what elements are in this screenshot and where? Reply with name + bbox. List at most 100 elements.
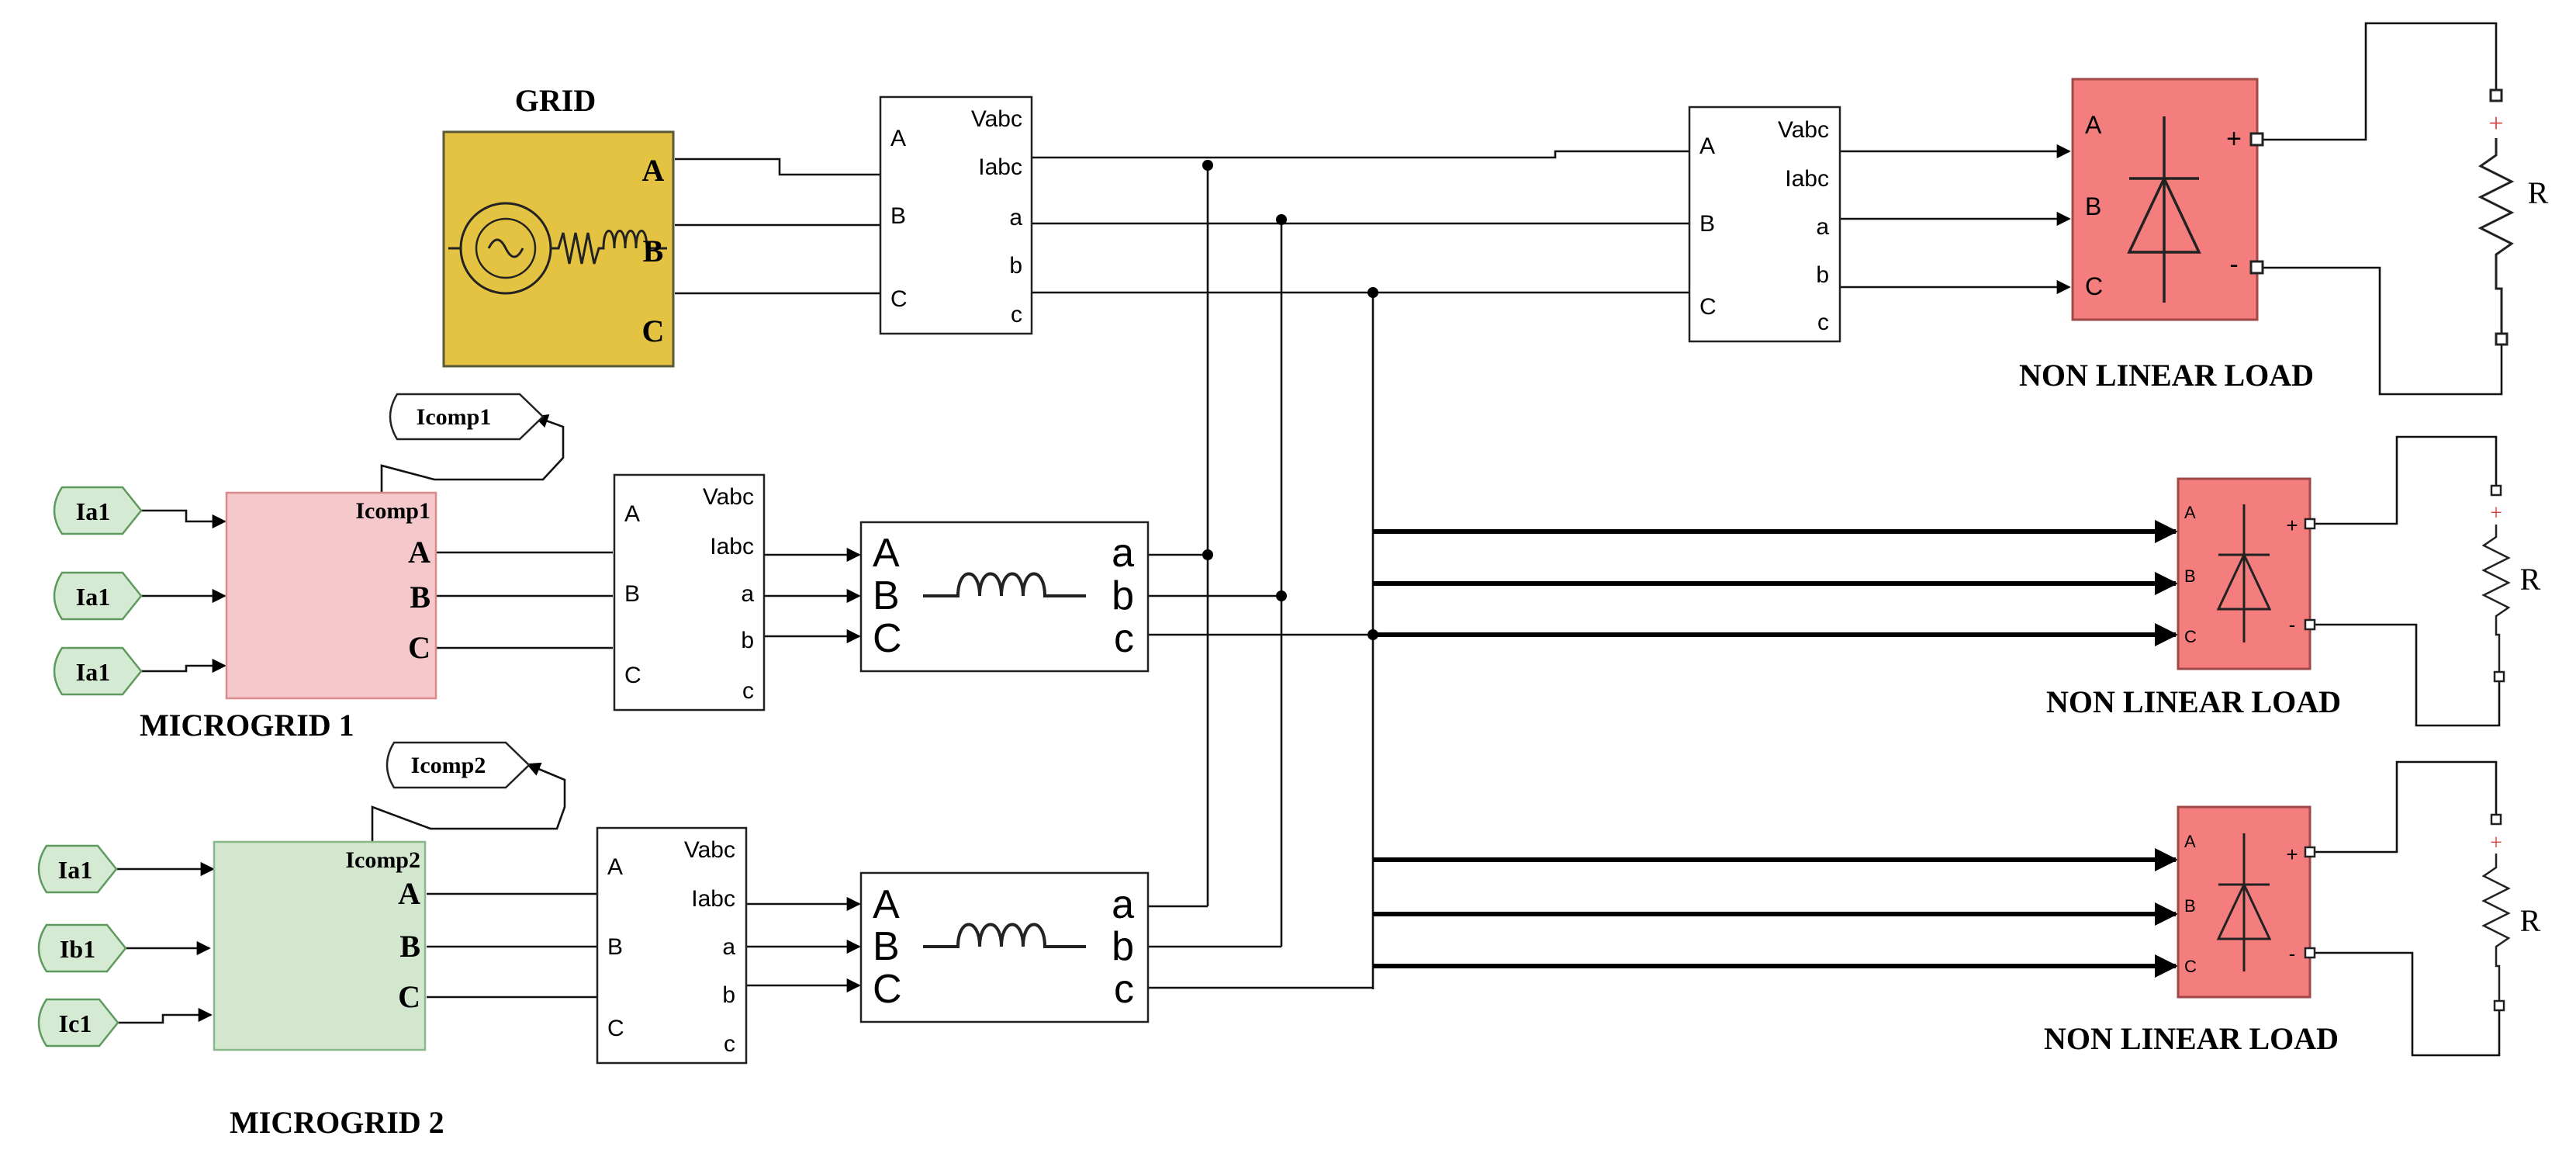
rect-in-c: C [2085, 272, 2103, 300]
microgrid-1-title: MICROGRID 1 [140, 708, 354, 743]
ind-out-a: a [1112, 531, 1134, 576]
ind-in-a: A [873, 531, 900, 576]
inductor-coil-icon [923, 572, 1086, 597]
meas-out-a: a [741, 581, 754, 607]
meas-out-iabc: Iabc [1785, 166, 1829, 192]
ind-in-b: B [873, 573, 900, 618]
microgrid-1-port-b: B [410, 580, 430, 615]
meas-out-c: c [742, 678, 754, 704]
resistor-icon [2477, 138, 2515, 335]
wire-grid-a [675, 158, 880, 176]
meas-in-c: C [1699, 294, 1717, 320]
meas-out-c: c [1817, 310, 1829, 335]
resistor-load-1[interactable]: + R [2477, 88, 2549, 346]
meas-out-vabc: Vabc [703, 484, 754, 510]
goto-tag-icomp1-label: Icomp1 [417, 404, 492, 430]
from-tag-mg2-1[interactable]: Ia1 [37, 844, 118, 894]
microgrid-1-port-a: A [408, 535, 430, 570]
load-2-label: NON LINEAR LOAD [2046, 684, 2341, 719]
microgrid-2-block[interactable]: Icomp2 A B C MICROGRID 2 [213, 840, 444, 1140]
grid-port-a: A [642, 153, 665, 188]
microgrid-1-out-label: Icomp1 [355, 498, 430, 524]
measurement-block-1[interactable]: A B C Vabc Iabc a b c [879, 95, 1033, 335]
wire-mg1-in3 [140, 658, 226, 674]
grid-port-b: B [643, 234, 664, 268]
grid-title: GRID [515, 83, 596, 118]
meas-in-a: A [607, 854, 623, 880]
rectifier-block-1[interactable]: A B C + - [2071, 78, 2264, 321]
load3-dc-plus [2310, 760, 2498, 854]
meas-out-a: a [1816, 214, 1829, 240]
diode-icon [2216, 833, 2272, 971]
junction-dot [1276, 590, 1287, 601]
inductor-block-2[interactable]: A B C a b c [859, 871, 1150, 1023]
plus-marker: + [2490, 501, 2502, 525]
diode-icon [2216, 504, 2272, 642]
resistor-label: R [2520, 903, 2541, 938]
meas-out-c: c [1011, 302, 1022, 327]
measurement-block-2[interactable]: A B C Vabc Iabc a b c [1688, 106, 1841, 343]
diode-icon [2127, 116, 2201, 303]
goto-tag-icomp2[interactable]: Icomp2 [386, 741, 531, 789]
meas-out-a: a [1009, 205, 1022, 230]
ind-out-c: c [1114, 967, 1134, 1012]
meas-in-c: C [607, 1016, 624, 1041]
resistor-load-2[interactable]: + R [2481, 484, 2541, 683]
microgrid-2-port-a: A [398, 876, 420, 911]
meas-in-c: C [624, 663, 641, 688]
from-tag-label: Ia1 [76, 497, 110, 525]
rect-in-b: B [2085, 192, 2101, 220]
rect-plus: + [2286, 843, 2298, 866]
from-tag-mg2-2[interactable]: Ib1 [37, 923, 127, 973]
junction-dot [1276, 214, 1287, 225]
rect-in-b: B [2184, 566, 2196, 586]
resistor-label: R [2528, 175, 2549, 210]
ind-in-a: A [873, 882, 900, 927]
from-tag-mg1-3[interactable]: Ia1 [53, 646, 143, 696]
inductor-coil-icon [923, 923, 1086, 948]
from-tag-mg1-2[interactable]: Ia1 [53, 571, 143, 621]
inductor-block-1[interactable]: A B C a b c [859, 521, 1150, 673]
resistor-icon [2481, 854, 2511, 1003]
measurement-block-4[interactable]: A B C Vabc Iabc a b c [596, 826, 748, 1065]
from-tag-mg2-3[interactable]: Ic1 [37, 998, 119, 1048]
load2-dc-minus [2310, 623, 2501, 727]
rect-minus: - [2229, 250, 2238, 279]
meas-out-c: c [724, 1031, 735, 1057]
goto-tag-icomp2-label: Icomp2 [411, 753, 486, 778]
meas-in-b: B [1699, 211, 1715, 237]
meas-out-iabc: Iabc [978, 154, 1022, 180]
rectifier-block-3[interactable]: A B C + - [2177, 805, 2316, 999]
from-tag-mg1-1[interactable]: Ia1 [53, 486, 143, 535]
meas-in-a: A [890, 126, 906, 151]
microgrid-1-block[interactable]: Icomp1 A B C MICROGRID 1 [140, 491, 437, 743]
grid-source-block[interactable]: GRID A B C [442, 83, 675, 368]
microgrid-2-port-b: B [399, 929, 420, 964]
goto-tag-icomp1[interactable]: Icomp1 [389, 393, 545, 441]
wire-mg1-in1 [140, 509, 226, 529]
grid-port-c: C [642, 313, 665, 348]
measurement-block-3[interactable]: A B C Vabc Iabc a b c [613, 473, 766, 712]
microgrid-2-port-c: C [398, 979, 420, 1014]
wire-feeder-a [1032, 150, 1689, 159]
rect-minus: - [2289, 613, 2296, 636]
from-tag-label: Ia1 [58, 856, 92, 884]
rectifier-block-2[interactable]: A B C + - [2177, 477, 2316, 670]
load-1-label: NON LINEAR LOAD [2019, 358, 2314, 393]
meas-in-a: A [1699, 133, 1715, 159]
sine-wave-icon [487, 238, 524, 258]
microgrid-2-out-label: Icomp2 [345, 847, 420, 873]
meas-in-b: B [890, 203, 906, 229]
junction-dot [1368, 287, 1378, 298]
ind-out-a: a [1112, 882, 1134, 927]
junctions [1202, 160, 1378, 640]
meas-out-b: b [1816, 262, 1829, 288]
rect-in-a: A [2085, 111, 2102, 139]
resistor-load-3[interactable]: + R [2481, 813, 2541, 1012]
wire-icomp1-loop [380, 414, 565, 493]
meas-out-b: b [741, 628, 754, 653]
meas-out-b: b [722, 982, 735, 1008]
from-tag-label: Ia1 [76, 658, 110, 686]
load1-dc-minus [2257, 266, 2503, 396]
resistor-label: R [2520, 562, 2541, 597]
